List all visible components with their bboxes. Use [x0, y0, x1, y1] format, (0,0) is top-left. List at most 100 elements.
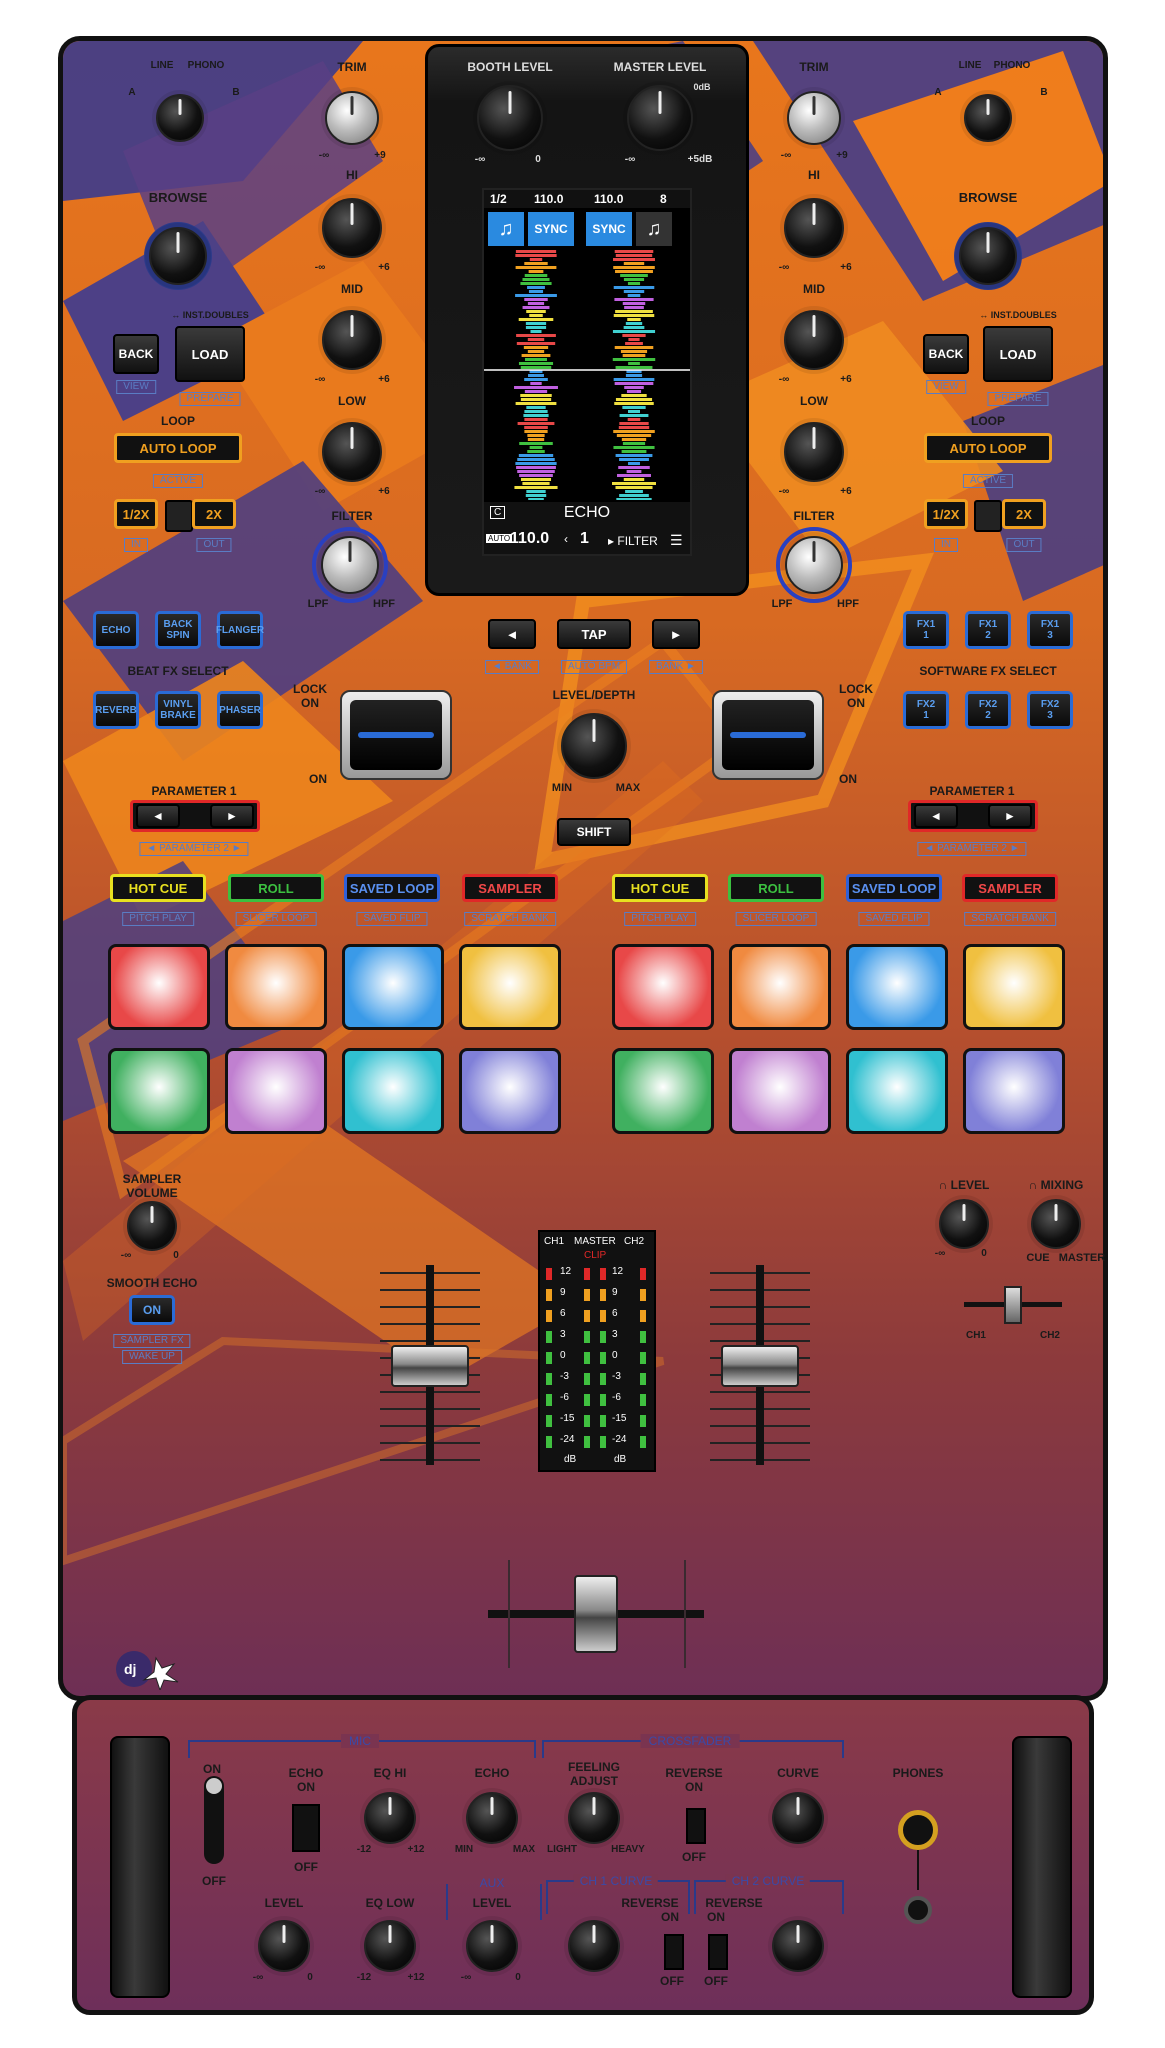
performance-pad[interactable]	[846, 944, 948, 1030]
eq-hi-knob[interactable]	[322, 198, 382, 258]
auto-loop-button[interactable]: AUTO LOOP	[114, 433, 242, 463]
mode-roll-button[interactable]: ROLL	[728, 874, 824, 902]
fx-backspin-button[interactable]: BACK SPIN	[155, 611, 201, 649]
performance-pad[interactable]	[225, 944, 327, 1030]
eq-low-knob[interactable]	[322, 422, 382, 482]
crossfader-cap[interactable]	[574, 1575, 618, 1653]
mini-crossfader-cap[interactable]	[1004, 1286, 1022, 1324]
fx-echo-button[interactable]: ECHO	[93, 611, 139, 649]
input-selector-knob[interactable]	[156, 94, 204, 142]
right-sync-button[interactable]: SYNC	[586, 212, 632, 246]
fx1-3-button[interactable]: FX1 3	[1027, 611, 1073, 649]
mic-eq-hi-knob[interactable]	[364, 1792, 416, 1844]
performance-pad[interactable]	[108, 1048, 210, 1134]
master-level-knob[interactable]	[627, 85, 693, 151]
loop-toggle-switch[interactable]	[165, 500, 193, 532]
fx2-3-button[interactable]: FX2 3	[1027, 691, 1073, 729]
smooth-echo-on-button[interactable]: ON	[129, 1295, 175, 1325]
sampler-volume-knob[interactable]	[127, 1201, 177, 1251]
auto-loop-button[interactable]: AUTO LOOP	[924, 433, 1052, 463]
menu-icon[interactable]: ☰	[670, 532, 683, 548]
input-selector-knob[interactable]	[964, 94, 1012, 142]
filter-knob[interactable]	[321, 536, 379, 594]
fx2-1-button[interactable]: FX2 1	[903, 691, 949, 729]
bank-left-button[interactable]: ◄	[488, 619, 536, 649]
tap-button[interactable]: TAP	[557, 619, 631, 649]
phones-jack-large[interactable]	[898, 1810, 938, 1850]
browse-knob[interactable]	[149, 227, 207, 285]
booth-level-knob[interactable]	[477, 85, 543, 151]
trim-knob[interactable]	[787, 91, 841, 145]
mic-on-switch[interactable]	[204, 1776, 224, 1864]
parameter-left-button[interactable]: ◄	[914, 804, 958, 828]
fx1-2-button[interactable]: FX1 2	[965, 611, 1011, 649]
performance-pad[interactable]	[963, 1048, 1065, 1134]
performance-pad[interactable]	[108, 944, 210, 1030]
parameter-right-button[interactable]: ►	[210, 804, 254, 828]
eq-low-knob[interactable]	[784, 422, 844, 482]
mode-roll-button[interactable]: ROLL	[228, 874, 324, 902]
crossfader-curve-knob[interactable]	[772, 1792, 824, 1844]
parameter-left-button[interactable]: ◄	[136, 804, 180, 828]
load-button[interactable]: LOAD	[175, 326, 245, 382]
trim-knob[interactable]	[325, 91, 379, 145]
eq-mid-knob[interactable]	[322, 310, 382, 370]
mic-eq-low-knob[interactable]	[364, 1920, 416, 1972]
phones-mixing-knob[interactable]	[1031, 1199, 1081, 1249]
filter-knob[interactable]	[785, 536, 843, 594]
level-depth-knob[interactable]	[561, 713, 627, 779]
ch2-reverse-switch[interactable]	[708, 1934, 728, 1970]
loop-half-button[interactable]: 1/2X	[924, 499, 968, 529]
left-key-sync-icon[interactable]: ♫	[488, 212, 524, 246]
performance-pad[interactable]	[612, 944, 714, 1030]
fx1-1-button[interactable]: FX1 1	[903, 611, 949, 649]
ch1-curve-knob[interactable]	[568, 1920, 620, 1972]
performance-pad[interactable]	[729, 944, 831, 1030]
fader-cap-right[interactable]	[721, 1345, 799, 1387]
mode-sampler-button[interactable]: SAMPLER	[962, 874, 1058, 902]
eq-hi-knob[interactable]	[784, 198, 844, 258]
performance-pad[interactable]	[342, 944, 444, 1030]
mode-hot-cue-button[interactable]: HOT CUE	[110, 874, 206, 902]
browse-knob[interactable]	[959, 227, 1017, 285]
mic-level-knob[interactable]	[258, 1920, 310, 1972]
performance-pad[interactable]	[459, 1048, 561, 1134]
loop-double-button[interactable]: 2X	[192, 499, 236, 529]
performance-pad[interactable]	[729, 1048, 831, 1134]
fx-reverb-button[interactable]: REVERB	[93, 691, 139, 729]
mode-saved-loop-button[interactable]: SAVED LOOP	[846, 874, 942, 902]
performance-pad[interactable]	[963, 944, 1065, 1030]
fx-paddle[interactable]	[712, 690, 824, 780]
mic-echo-knob[interactable]	[466, 1792, 518, 1844]
eq-mid-knob[interactable]	[784, 310, 844, 370]
performance-pad[interactable]	[612, 1048, 714, 1134]
feeling-adjust-knob[interactable]	[568, 1792, 620, 1844]
shift-button[interactable]: SHIFT	[557, 818, 631, 846]
performance-pad[interactable]	[342, 1048, 444, 1134]
loop-half-button[interactable]: 1/2X	[114, 499, 158, 529]
phones-jack-small[interactable]	[904, 1896, 932, 1924]
fx-vinyl-brake-button[interactable]: VINYL BRAKE	[155, 691, 201, 729]
echo-on-switch[interactable]	[292, 1804, 320, 1852]
performance-pad[interactable]	[459, 944, 561, 1030]
mode-saved-loop-button[interactable]: SAVED LOOP	[344, 874, 440, 902]
loop-double-button[interactable]: 2X	[1002, 499, 1046, 529]
performance-pad[interactable]	[225, 1048, 327, 1134]
fx-paddle[interactable]	[340, 690, 452, 780]
parameter-right-button[interactable]: ►	[988, 804, 1032, 828]
mode-sampler-button[interactable]: SAMPLER	[462, 874, 558, 902]
mode-hot-cue-button[interactable]: HOT CUE	[612, 874, 708, 902]
aux-level-knob[interactable]	[466, 1920, 518, 1972]
back-button[interactable]: BACK	[113, 334, 159, 374]
crossfader-reverse-switch[interactable]	[686, 1808, 706, 1844]
phones-level-knob[interactable]	[939, 1199, 989, 1249]
load-button[interactable]: LOAD	[983, 326, 1053, 382]
fader-cap-left[interactable]	[391, 1345, 469, 1387]
ch1-reverse-switch[interactable]	[664, 1934, 684, 1970]
fx2-2-button[interactable]: FX2 2	[965, 691, 1011, 729]
fx-phaser-button[interactable]: PHASER	[217, 691, 263, 729]
performance-pad[interactable]	[846, 1048, 948, 1134]
left-sync-button[interactable]: SYNC	[528, 212, 574, 246]
loop-toggle-switch[interactable]	[974, 500, 1002, 532]
bank-right-button[interactable]: ►	[652, 619, 700, 649]
